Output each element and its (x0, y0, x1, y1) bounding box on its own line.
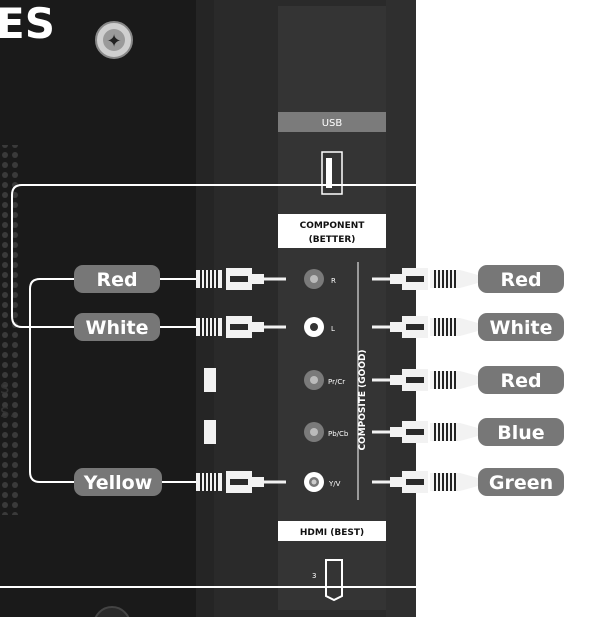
right-cable-label-red-2: Red (478, 366, 564, 394)
composite-label: COMPOSITE (GOOD) (358, 349, 368, 450)
screw-icon: ✦ (95, 21, 133, 59)
svg-text:Blue: Blue (497, 422, 544, 444)
jack-l[interactable]: L (304, 317, 335, 337)
loose-plug-2 (204, 420, 216, 444)
right-cable-label-green: Green (478, 468, 564, 496)
hdmi-label: HDMI (BEST) (300, 528, 364, 538)
jack-label-pb-cb: Pb/Cb (328, 430, 349, 438)
right-cable-label-blue: Blue (478, 418, 564, 446)
hdmi-label-band (278, 521, 386, 541)
right-rca-plugs (372, 268, 478, 493)
loose-plug-1 (204, 368, 216, 392)
jack-y-v[interactable]: Y/V (304, 472, 341, 492)
jack-r[interactable]: R (304, 269, 336, 289)
jack-label-y-v: Y/V (328, 480, 341, 488)
usb-port-icon (321, 151, 343, 195)
side-text-fragment-1: s (0, 377, 9, 398)
svg-text:Red: Red (500, 269, 541, 291)
connector-panel-inner (278, 6, 386, 610)
side-text-fragment-2: s. (0, 401, 15, 422)
vent-grille (0, 145, 22, 515)
hdmi-port-number: 3 (312, 572, 316, 580)
left-cable-label-white: White (74, 313, 160, 341)
svg-text:White: White (490, 317, 553, 339)
right-cable-label-red-1: Red (478, 265, 564, 293)
left-rca-plug-2 (196, 471, 286, 493)
left-rca-plug-1 (196, 316, 286, 338)
right-rca-plug-3 (372, 421, 478, 443)
component-label: COMPONENT (300, 221, 366, 231)
jack-pb-cb[interactable]: Pb/Cb (304, 422, 349, 442)
left-cable-label-yellow: Yellow (74, 468, 162, 496)
jack-label-pr-cr: Pr/Cr (328, 378, 345, 386)
connection-lines (0, 184, 592, 588)
svg-text:Green: Green (489, 472, 553, 494)
right-cable-label-white: White (478, 313, 564, 341)
left-rca-plug-0 (196, 268, 286, 290)
svg-text:Red: Red (500, 370, 541, 392)
jack-label-l: L (331, 325, 335, 333)
jack-label-r: R (331, 277, 336, 285)
svg-text:White: White (86, 317, 149, 339)
svg-text:✦: ✦ (106, 31, 121, 52)
left-rca-plugs (196, 268, 286, 493)
right-rca-plug-0 (372, 268, 478, 290)
hdmi-port-icon[interactable] (325, 559, 343, 602)
right-rca-plug-2 (372, 369, 478, 391)
usb-label: USB (322, 118, 343, 129)
svg-text:Red: Red (96, 269, 137, 291)
usb-label-band (278, 112, 386, 132)
left-cable-label-red: Red (74, 265, 160, 293)
right-rca-plug-1 (372, 316, 478, 338)
jack-pr-cr[interactable]: Pr/Cr (304, 370, 345, 390)
component-sublabel: (BETTER) (309, 235, 356, 245)
right-rca-plug-4 (372, 471, 478, 493)
heading-text: ES (0, 0, 55, 48)
component-label-band (278, 214, 386, 248)
svg-text:Yellow: Yellow (83, 472, 153, 494)
